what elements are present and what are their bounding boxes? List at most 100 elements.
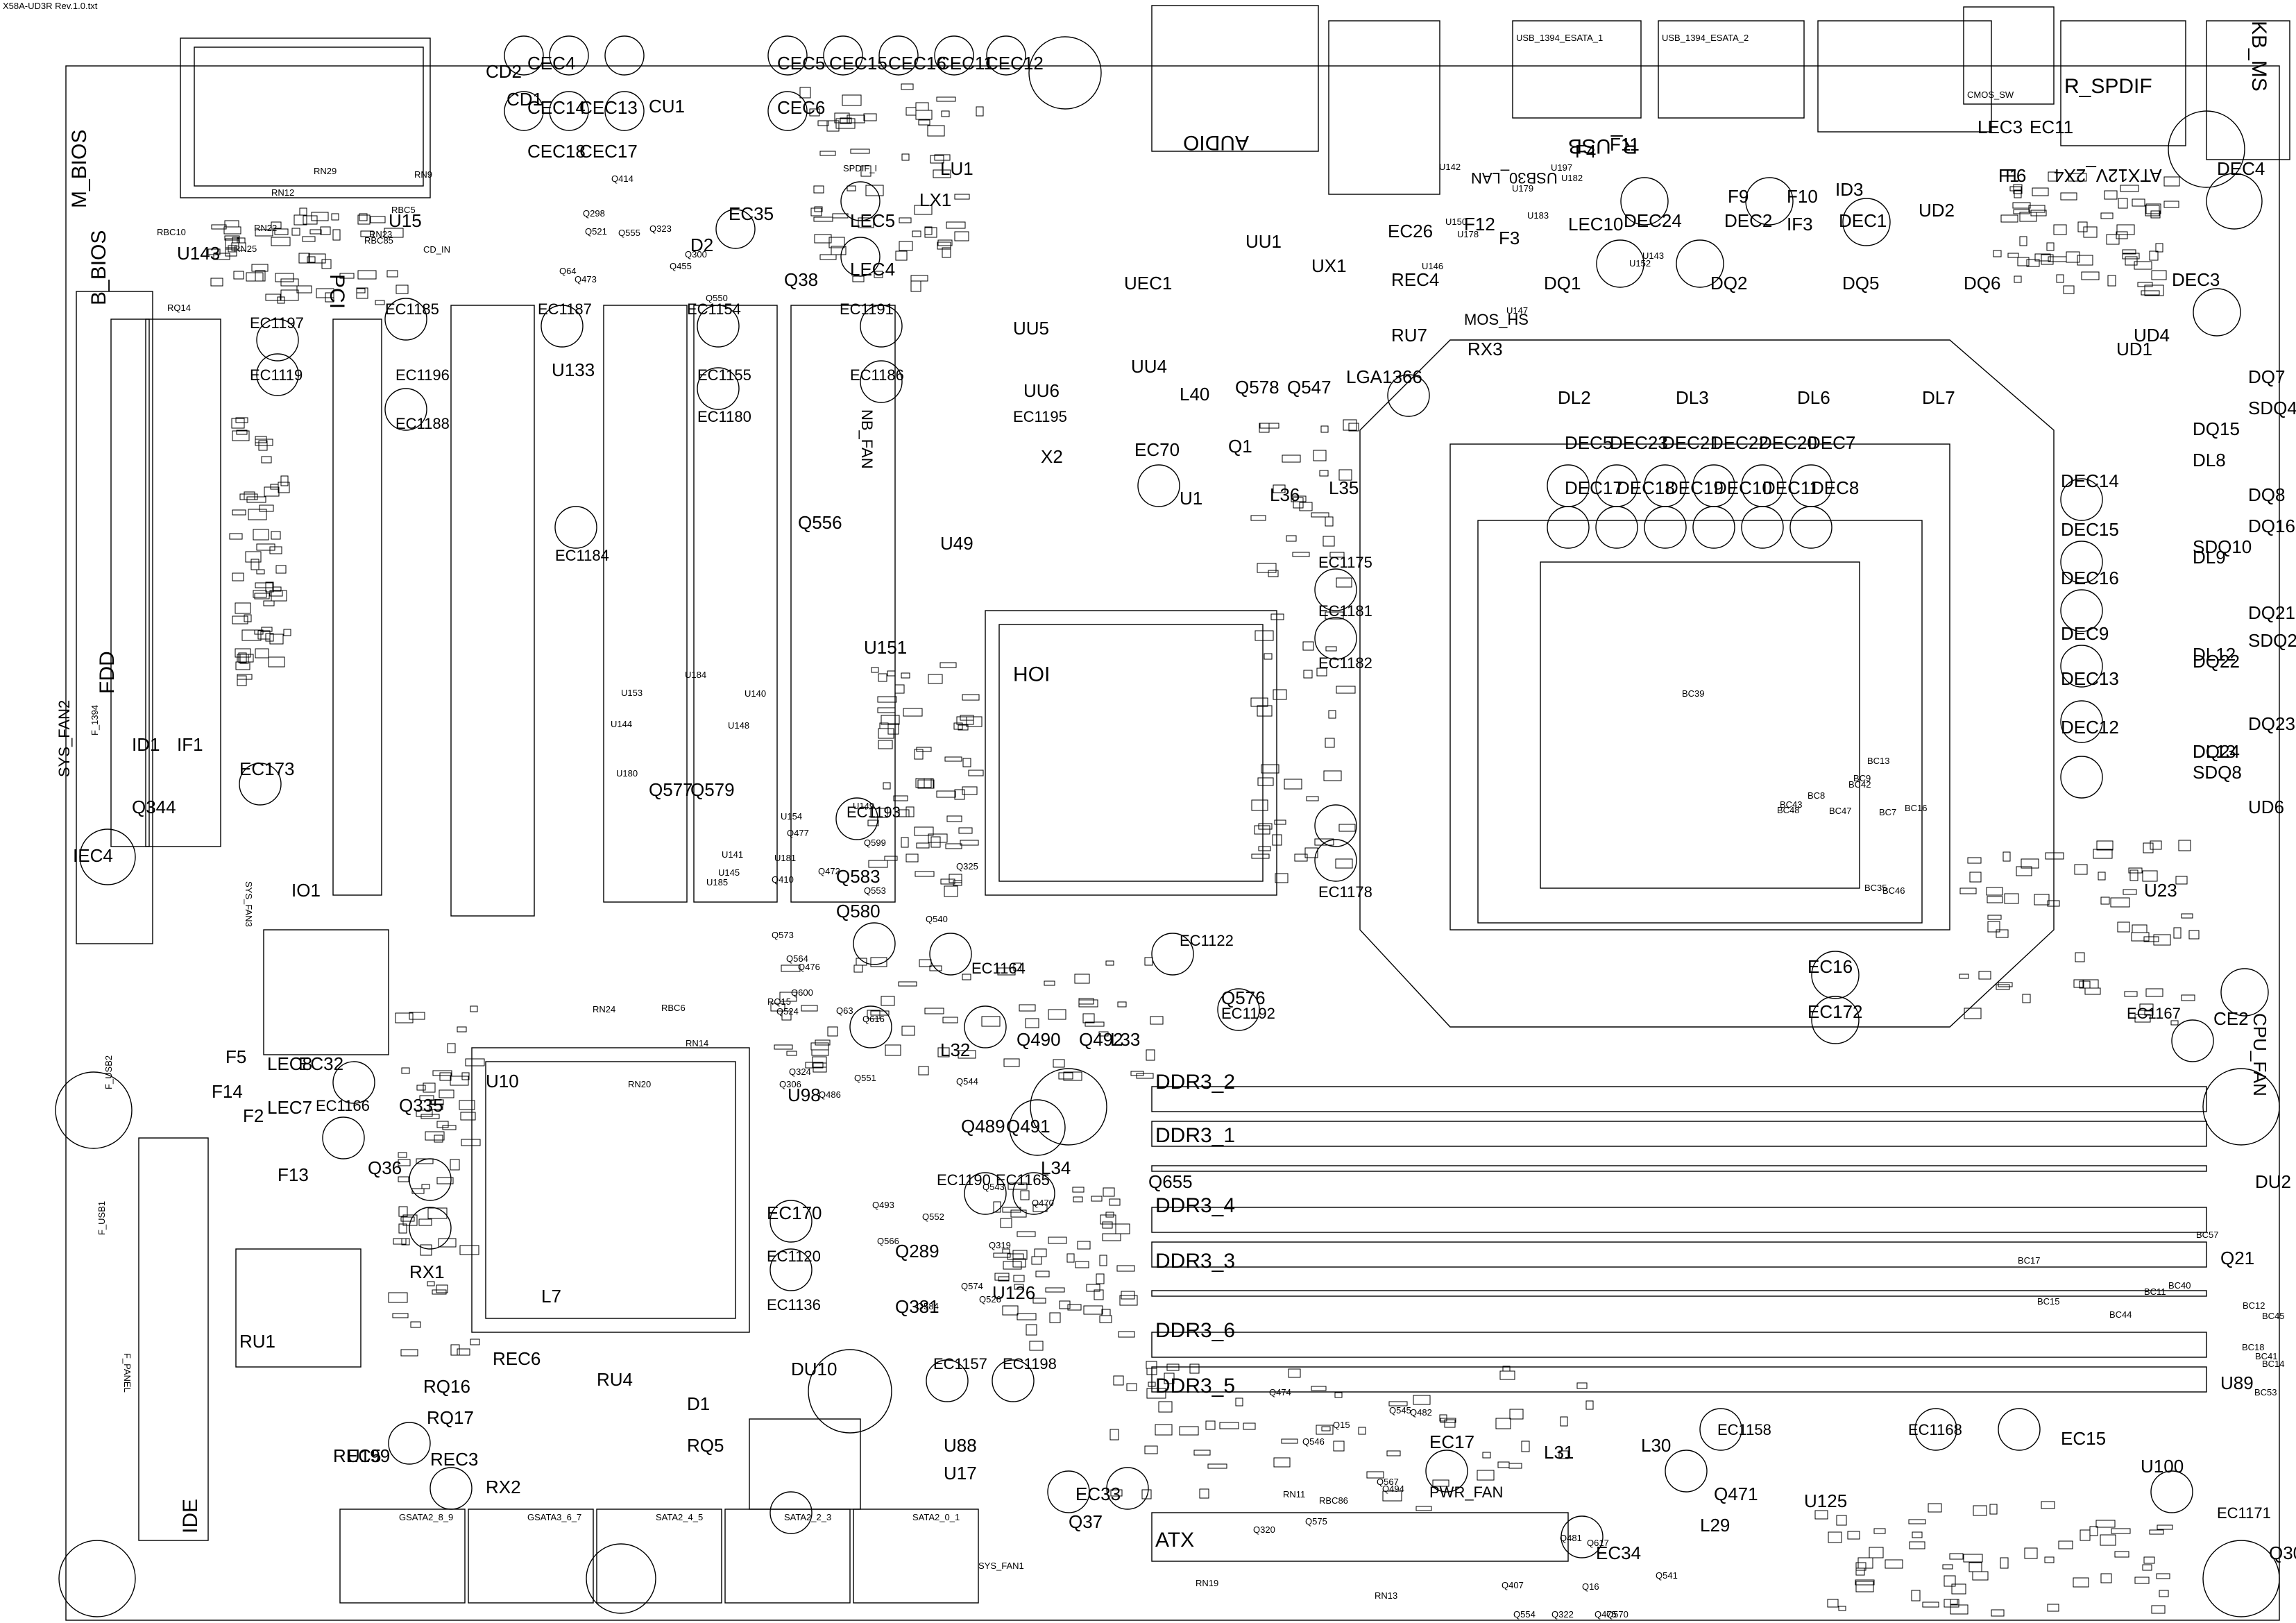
component-footprint [2048,256,2067,262]
component-footprint [1942,1564,1953,1570]
component-footprint [269,634,284,645]
label-ec1192: EC1192 [1221,1005,1275,1022]
component-footprint [442,1125,457,1130]
component-footprint [1284,779,1302,790]
component-footprint [840,117,852,124]
component-footprint [924,1008,944,1014]
label-lec8: LEC8 [267,1053,313,1074]
component-footprint [2100,1573,2112,1583]
component-footprint [1053,1059,1065,1068]
connector-kb-ms: KB_MS [2247,21,2270,92]
component-footprint [1003,1261,1022,1270]
label-d2: D2 [690,235,714,255]
part-rbc6: RBC6 [661,1003,686,1013]
component-footprint [1268,570,1279,577]
component-footprint [934,154,951,161]
component-footprint [263,600,275,606]
component-footprint [1155,1424,1173,1436]
component-footprint [416,1110,433,1117]
component-footprint [1110,1489,1123,1497]
label-du10: DU10 [791,1359,837,1379]
connector-mos-hs: MOS_HS [1464,311,1529,328]
label-cec17: CEC17 [579,141,638,162]
component-footprint [2181,994,2195,1001]
component-footprint [801,1005,818,1012]
component-footprint [1166,1363,1180,1371]
connector-b-bios: B_BIOS [87,230,110,305]
label-f12: F12 [1464,214,1495,235]
label-lec4: LEC4 [850,259,896,280]
part-u141: U141 [722,849,744,860]
part-q566: Q566 [877,1236,899,1246]
component-footprint [268,656,285,668]
connector-sys-fan2: SYS_FAN2 [56,699,73,777]
component-footprint [933,169,951,178]
component-footprint [1073,1196,1083,1203]
label-lec10: LEC10 [1568,214,1624,235]
component-footprint [225,247,237,257]
connector-cd-in: CD_IN [423,244,451,255]
label-q289: Q289 [895,1241,939,1261]
component-footprint [1334,1392,1343,1398]
label-dec20: DEC20 [1759,432,1817,453]
part-q455: Q455 [670,261,692,271]
component-footprint [384,228,404,238]
label-dq22: DQ22 [2193,651,2240,672]
label-du2: DU2 [2255,1171,2292,1192]
label-u10: U10 [486,1071,519,1091]
connector-cmos-sw: CMOS_SW [1967,90,2014,100]
part-q323: Q323 [649,223,672,234]
component-footprint [877,707,896,713]
component-footprint [2080,1529,2091,1541]
component-footprint [1908,1519,1926,1524]
part-bc45: BC45 [2262,1311,2285,1321]
label-q38: Q38 [784,269,819,290]
label-l40: L40 [1180,384,1210,405]
component-footprint [2056,274,2064,283]
component-footprint [2013,184,2023,194]
part-u181: U181 [774,853,797,863]
dimm-slot-ddr3-6: DDR3_6 [1155,1319,1236,1342]
dimm-slot-ddr3-4: DDR3_4 [1155,1194,1236,1217]
component-footprint [941,110,950,117]
component-footprint [1250,515,1266,521]
component-footprint [916,842,930,849]
label-iec4: IEC4 [73,845,113,866]
component-footprint [235,602,251,614]
component-footprint [914,826,934,836]
component-footprint [320,226,331,235]
component-footprint [360,230,374,237]
component-footprint [429,1099,444,1105]
component-footprint [1012,1250,1028,1260]
component-footprint [1922,1601,1939,1608]
label-cec18: CEC18 [527,141,586,162]
component-footprint [470,1005,478,1012]
label-q21: Q21 [2220,1248,2255,1268]
component-footprint [307,256,316,263]
component-footprint [1302,641,1314,651]
component-footprint [2075,952,2085,962]
component-footprint [1098,1031,1109,1037]
component-footprint [2047,1604,2059,1612]
component-footprint [436,1284,448,1293]
part-q524: Q524 [776,1006,799,1017]
component-footprint [901,672,910,679]
component-footprint [1096,1273,1105,1284]
component-footprint [863,113,877,121]
label-dec2: DEC2 [1724,210,1773,231]
label-q381: Q381 [895,1296,939,1317]
component-footprint [813,185,824,194]
label-q556: Q556 [798,512,842,533]
label-id3: ID3 [1835,179,1864,200]
component-footprint [2120,185,2139,192]
label-ec1198: EC1198 [1003,1355,1057,1373]
component-footprint [2118,198,2128,209]
part-q545: Q545 [1389,1405,1411,1416]
label-ec1191: EC1191 [840,300,894,318]
component-footprint [309,229,322,235]
part-u183: U183 [1527,210,1549,221]
component-footprint [847,185,856,192]
label-q36: Q36 [368,1157,402,1178]
component-footprint [1320,425,1329,433]
component-footprint [2128,867,2143,874]
